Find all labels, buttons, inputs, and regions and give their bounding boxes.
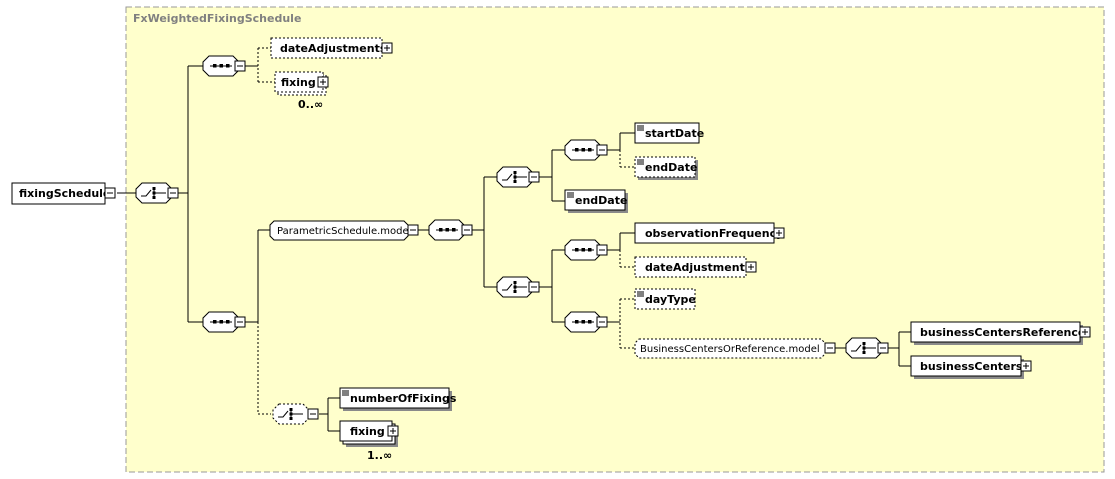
parametric-schedule-model-label: ParametricSchedule.model xyxy=(277,226,411,237)
day-type-element[interactable]: dayType xyxy=(634,288,696,310)
expand-icon[interactable] xyxy=(773,227,785,239)
day-type-label: dayType xyxy=(645,293,696,306)
end-date-element-optional[interactable]: endDate xyxy=(634,156,698,180)
collapse-icon[interactable] xyxy=(824,342,836,354)
end-date-label: endDate xyxy=(575,194,627,207)
business-centers-element[interactable]: businessCenters xyxy=(910,355,1032,379)
end-date-label-optional: endDate xyxy=(645,161,697,174)
fixing-bottom-cardinality: 1..∞ xyxy=(367,449,392,462)
expand-icon[interactable] xyxy=(745,261,757,273)
start-date-label: startDate xyxy=(645,127,704,140)
collapse-icon[interactable] xyxy=(104,187,116,199)
fx-weighted-fixing-schedule-container: FxWeightedFixingSchedule xyxy=(125,6,1105,473)
fixing-top-cardinality: 0..∞ xyxy=(298,98,323,111)
business-centers-label: businessCenters xyxy=(920,360,1023,373)
number-of-fixings-element[interactable]: numberOfFixings xyxy=(339,387,457,411)
end-date-element[interactable]: endDate xyxy=(564,189,628,213)
fixing-element-bottom[interactable]: fixing 1..∞ xyxy=(339,420,399,462)
fixing-schedule-label: fixingSchedule xyxy=(19,187,110,200)
date-adjustments-label-mid: dateAdjustments xyxy=(645,261,752,274)
connector-lines xyxy=(117,47,911,432)
date-adjustments-label-top: dateAdjustments xyxy=(280,42,387,55)
container-title: FxWeightedFixingSchedule xyxy=(133,12,301,25)
business-centers-reference-element[interactable]: businessCentersReference xyxy=(910,321,1091,345)
expand-icon[interactable] xyxy=(317,76,329,88)
observation-frequency-element[interactable]: observationFrequency xyxy=(634,222,785,244)
business-centers-reference-label: businessCentersReference xyxy=(920,326,1085,339)
start-date-element[interactable]: startDate xyxy=(634,122,704,144)
business-centers-or-reference-model-group[interactable]: BusinessCentersOrReference.model xyxy=(634,338,836,359)
fixing-element-top[interactable]: fixing 0..∞ xyxy=(274,71,329,111)
parametric-schedule-model-group[interactable]: ParametricSchedule.model xyxy=(269,220,419,241)
date-adjustments-element-mid[interactable]: dateAdjustments xyxy=(634,256,757,278)
fixing-label-bottom: fixing xyxy=(350,425,385,438)
observation-frequency-label: observationFrequency xyxy=(645,227,783,240)
expand-icon[interactable] xyxy=(387,425,399,437)
number-of-fixings-label: numberOfFixings xyxy=(350,392,457,405)
expand-icon[interactable] xyxy=(1079,326,1091,338)
fixing-schedule-element[interactable]: fixingSchedule xyxy=(11,182,116,205)
expand-icon[interactable] xyxy=(381,42,393,54)
business-centers-or-reference-model-label: BusinessCentersOrReference.model xyxy=(640,344,820,355)
expand-icon[interactable] xyxy=(1020,360,1032,372)
fixing-label-top: fixing xyxy=(281,76,316,89)
collapse-icon[interactable] xyxy=(407,224,419,236)
date-adjustments-element-top[interactable]: dateAdjustments xyxy=(270,37,393,59)
